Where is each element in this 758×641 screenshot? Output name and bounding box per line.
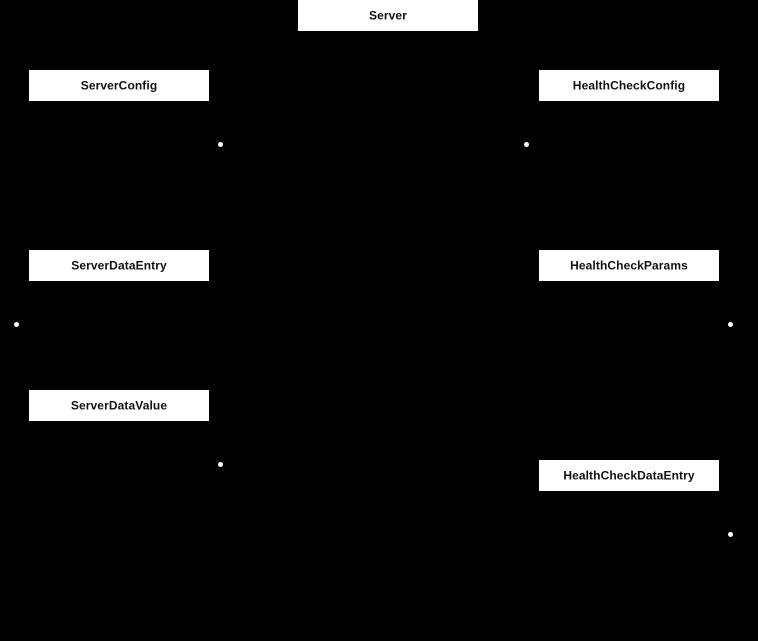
association-marker-dot xyxy=(524,142,529,147)
class-node-server-data-entry[interactable]: ServerDataEntry xyxy=(29,250,209,281)
class-node-label: HealthCheckDataEntry xyxy=(563,468,695,482)
class-node-server-data-value[interactable]: ServerDataValue xyxy=(29,390,209,421)
class-node-health-check-config[interactable]: HealthCheckConfig xyxy=(539,70,719,101)
association-marker-dot xyxy=(728,322,733,327)
association-marker-dot xyxy=(218,142,223,147)
class-node-label: HealthCheckConfig xyxy=(572,78,686,92)
class-node-health-check-data-entry[interactable]: HealthCheckDataEntry xyxy=(539,460,719,491)
class-node-server[interactable]: Server xyxy=(298,0,478,31)
class-node-server-config[interactable]: ServerConfig xyxy=(29,70,209,101)
class-node-health-check-params[interactable]: HealthCheckParams xyxy=(539,250,719,281)
class-node-label: ServerConfig xyxy=(80,78,158,92)
association-marker-dot xyxy=(218,462,223,467)
class-node-label: ServerDataEntry xyxy=(71,258,167,272)
association-marker-dot xyxy=(14,322,19,327)
class-node-label: ServerDataValue xyxy=(70,398,168,412)
class-node-label: Server xyxy=(369,8,407,22)
association-marker-dot xyxy=(728,532,733,537)
class-node-label: HealthCheckParams xyxy=(570,258,688,272)
